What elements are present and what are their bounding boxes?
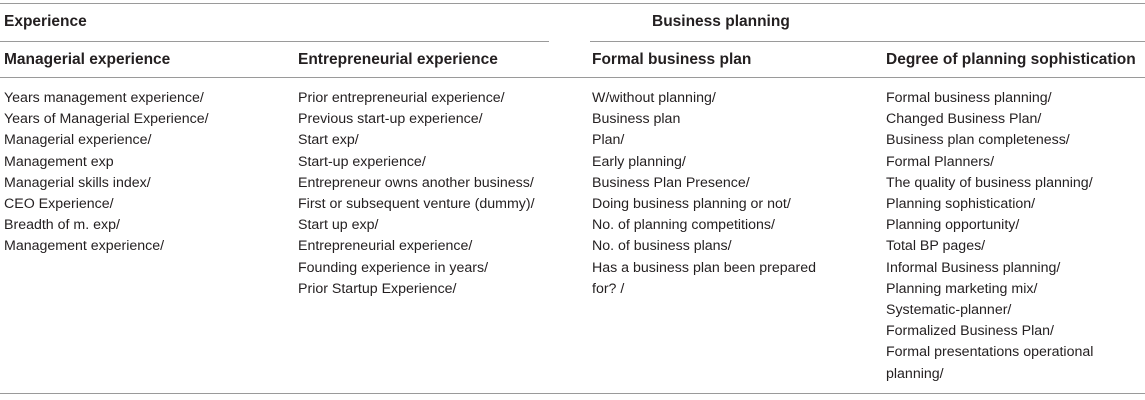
- list-item: Start up exp/: [298, 217, 379, 234]
- list-item: Managerial experience/: [4, 132, 152, 149]
- list-item: The quality of business planning/: [886, 174, 1093, 191]
- list-item: Years of Managerial Experience/: [4, 111, 209, 128]
- list-item: Founding experience in years/: [298, 259, 489, 276]
- managerial-experience-list: Years management experience/Years of Man…: [4, 88, 284, 258]
- list-item: Prior Startup Experience/: [298, 280, 457, 297]
- list-item: Formal Planners/: [886, 153, 995, 170]
- list-item: Early planning/: [592, 153, 686, 170]
- list-item: Management exp: [4, 153, 114, 170]
- list-item: Formal presentations operational: [886, 344, 1094, 361]
- list-item: Breadth of m. exp/: [4, 217, 120, 234]
- list-item: Formalized Business Plan/: [886, 323, 1054, 340]
- list-item: Start-up experience/: [298, 153, 426, 170]
- group-header-experience: Experience: [4, 13, 87, 30]
- list-item: Systematic-planner/: [886, 302, 1012, 319]
- list-item: Informal Business planning/: [886, 259, 1061, 276]
- list-item: for? /: [592, 280, 625, 297]
- list-item: Business plan completeness/: [886, 132, 1070, 149]
- list-item: Management experience/: [4, 238, 165, 255]
- column-header-formal-business-plan: Formal business plan: [592, 51, 752, 68]
- table-bottom-rule: [0, 393, 1145, 394]
- list-item: W/without planning/: [592, 90, 716, 106]
- entrepreneurial-experience-list: Prior entrepreneurial experience/Previou…: [298, 88, 568, 300]
- column-header-entrepreneurial-experience: Entrepreneurial experience: [298, 51, 498, 68]
- list-item: Planning marketing mix/: [886, 280, 1038, 297]
- list-item: Formal business planning/: [886, 90, 1052, 106]
- list-item: Has a business plan been prepared: [592, 259, 817, 276]
- list-item: Start exp/: [298, 132, 359, 149]
- list-item: Total BP pages/: [886, 238, 986, 255]
- column-header-managerial-experience: Managerial experience: [4, 51, 171, 68]
- group-header-business-planning: Business planning: [652, 13, 790, 30]
- list-item: Previous start-up experience/: [298, 111, 483, 128]
- list-item: Prior entrepreneurial experience/: [298, 90, 505, 106]
- list-item: No. of planning competitions/: [592, 217, 775, 234]
- list-item: Business Plan Presence/: [592, 174, 750, 191]
- list-item: No. of business plans/: [592, 238, 732, 255]
- list-item: Managerial skills index/: [4, 174, 151, 191]
- list-item: Doing business planning or not/: [592, 196, 791, 213]
- list-item: Entrepreneur owns another business/: [298, 174, 534, 191]
- column-header-degree-of-planning-sophistication: Degree of planning sophistication: [886, 51, 1136, 68]
- list-item: CEO Experience/: [4, 196, 114, 213]
- list-item: Changed Business Plan/: [886, 111, 1042, 128]
- list-item: First or subsequent venture (dummy)/: [298, 196, 535, 213]
- table-top-rule: [0, 3, 1145, 4]
- list-item: Entrepreneurial experience/: [298, 238, 473, 255]
- planning-sophistication-list: Formal business planning/Changed Busines…: [886, 88, 1141, 385]
- experience-group-rule: [0, 41, 549, 42]
- list-item: planning/: [886, 365, 944, 382]
- list-item: Plan/: [592, 132, 625, 149]
- list-item: Planning opportunity/: [886, 217, 1020, 234]
- list-item: Years management experience/: [4, 90, 204, 106]
- header-bottom-rule: [0, 77, 1145, 78]
- list-item: Planning sophistication/: [886, 196, 1036, 213]
- business-planning-group-rule: [590, 41, 1145, 42]
- list-item: Business plan: [592, 111, 681, 128]
